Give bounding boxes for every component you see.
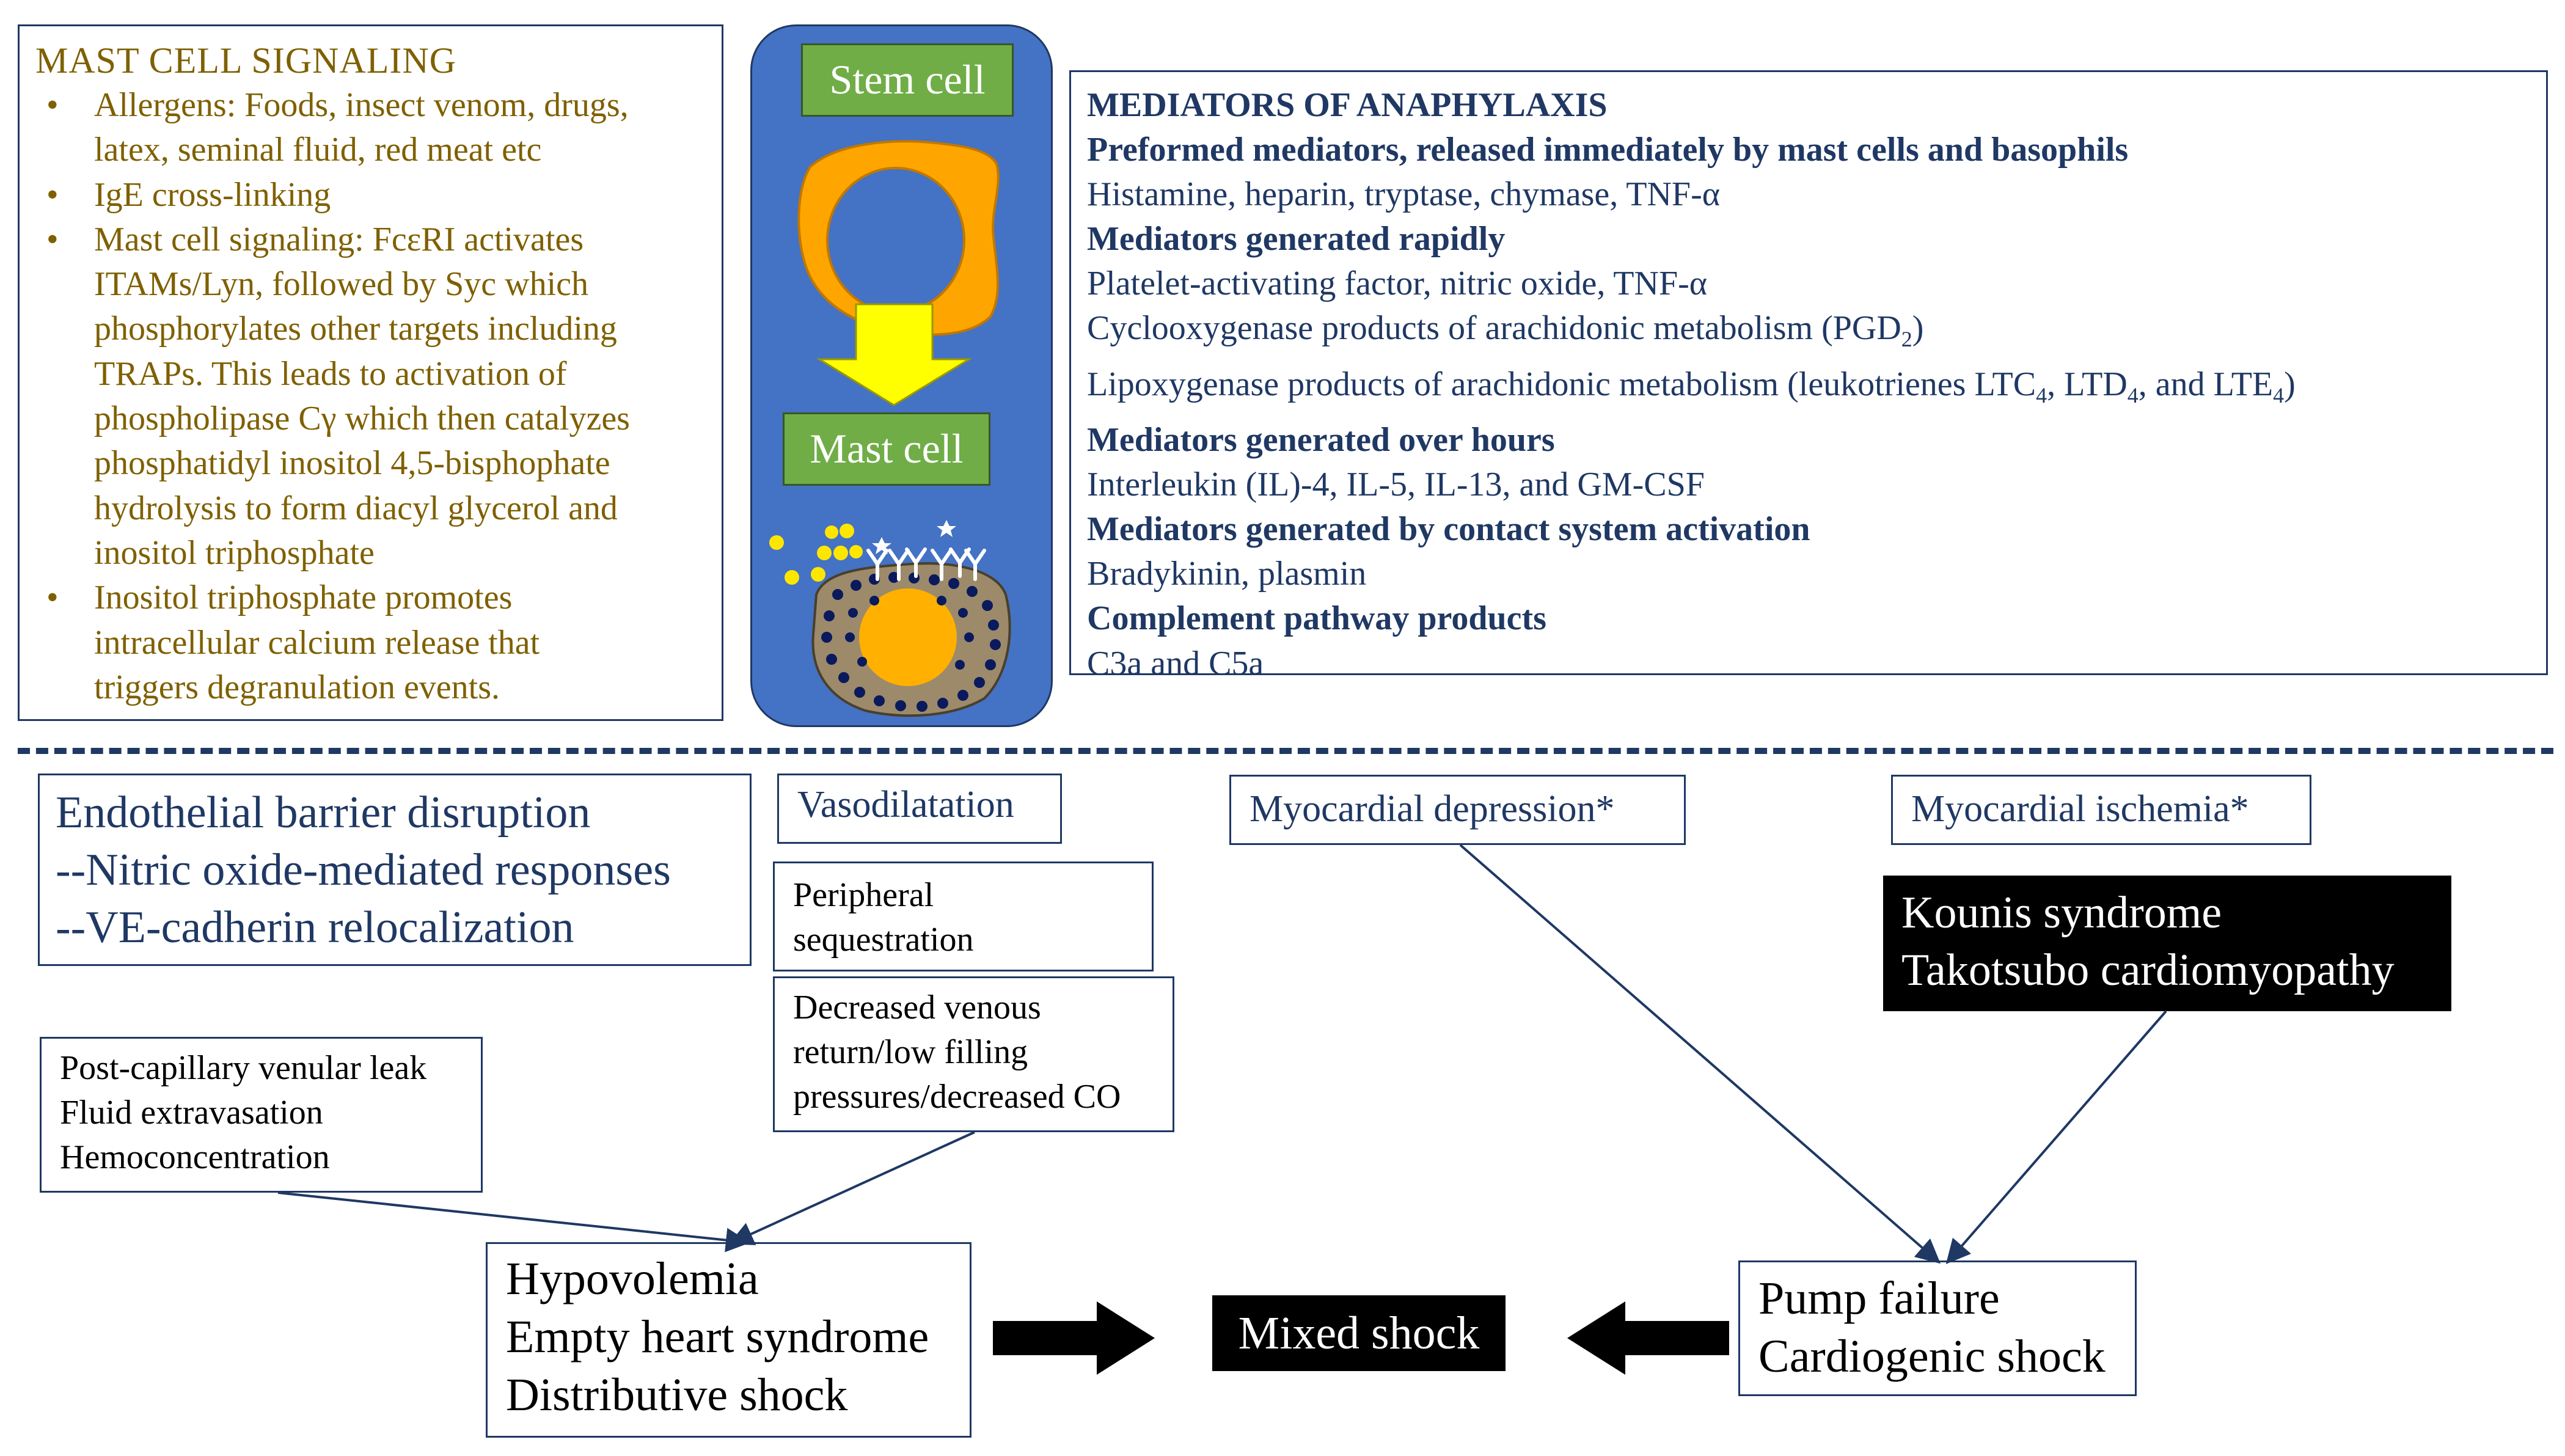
mediators-heading-preformed: Preformed mediators, released immediatel…	[1087, 131, 2129, 169]
endothelial-line: --Nitric oxide-mediated responses	[56, 845, 671, 895]
decreased-line: Decreased venous	[793, 989, 1041, 1026]
signaling-line: latex, seminal fluid, red meat etc	[94, 131, 542, 169]
kounis-line: Takotsubo cardiomyopathy	[1901, 945, 2395, 995]
mediators-rapid-list: Platelet-activating factor, nitric oxide…	[1087, 265, 1708, 303]
signaling-line: Mast cell signaling: FcεRI activates	[94, 220, 584, 258]
mediators-preformed-list: Histamine, heparin, tryptase, chymase, T…	[1087, 175, 1721, 214]
endothelial-line: --VE-cadherin relocalization	[56, 902, 574, 953]
signaling-line: Inositol triphosphate promotes	[94, 579, 513, 617]
kounis-line: Kounis syndrome	[1901, 888, 2222, 938]
allergen-markers	[872, 520, 956, 554]
cell-differentiation-panel: Stem cell	[750, 24, 1053, 727]
vasodilatation-box: Vasodilatation	[777, 774, 1062, 844]
myocardial-depression-box: Myocardial depression*	[1229, 775, 1686, 845]
signaling-line: triggers degranulation events.	[94, 668, 500, 706]
decreased-to-hypovolemia-arrow	[728, 1131, 975, 1245]
postcap-to-hypovolemia-arrow	[277, 1191, 750, 1253]
signaling-line: Allergens: Foods, insect venom, drugs,	[94, 86, 629, 124]
pump-line: Pump failure	[1758, 1273, 2000, 1324]
endothelial-disruption-box: Endothelial barrier disruption --Nitric …	[38, 774, 752, 966]
mediators-complement-list: C3a and C5a	[1087, 644, 1264, 682]
hypovolemia-to-mixed-arrow	[993, 1301, 1155, 1375]
signaling-line: ITAMs/Lyn, followed by Syc which	[94, 265, 588, 304]
myocardial-ischemia-box: Myocardial ischemia*	[1891, 775, 2311, 845]
intracellular-granules	[821, 572, 1001, 712]
hypovolemia-line: Distributive shock	[506, 1369, 848, 1421]
mediators-hours-list: Interleukin (IL)-4, IL-5, IL-13, and GM-…	[1087, 466, 1705, 504]
mediators-contact-list: Bradykinin, plasmin	[1087, 555, 1367, 593]
signaling-line: phosphatidyl inositol 4,5-bisphophate	[94, 444, 610, 483]
bullet: •	[46, 86, 59, 124]
signaling-title: MAST CELL SIGNALING	[35, 40, 456, 81]
cell-illustration	[769, 140, 1011, 717]
signaling-line: phosphorylates other targets including	[94, 310, 617, 348]
signaling-line: IgE cross-linking	[94, 175, 331, 214]
signaling-item-mast-cell-signaling: • Mast cell signaling: FcεRI activates I…	[35, 218, 706, 576]
signaling-line: phospholipase Cγ which then catalyzes	[94, 400, 630, 438]
mast-cell-label: Mast cell	[783, 412, 990, 486]
pump-to-mixed-arrow	[1567, 1301, 1729, 1375]
peripheral-line: sequestration	[793, 921, 974, 959]
mediators-heading-complement: Complement pathway products	[1087, 599, 1546, 638]
mediators-panel: MEDIATORS OF ANAPHYLAXIS Preformed media…	[1069, 70, 2548, 682]
mediators-lipoxygenase: Lipoxygenase products of arachidonic met…	[1087, 365, 2296, 408]
signaling-item-allergens: • Allergens: Foods, insect venom, drugs,…	[35, 83, 706, 173]
decreased-line: pressures/decreased CO	[793, 1078, 1121, 1116]
signaling-line: hydrolysis to form diacyl glycerol and	[94, 489, 618, 527]
mediators-heading-hours: Mediators generated over hours	[1087, 421, 1555, 459]
mast-cell-nucleus	[859, 588, 957, 686]
kounis-takotsubo-box: Kounis syndrome Takotsubo cardiomyopathy	[1883, 876, 2451, 1011]
ige-receptors	[866, 547, 986, 581]
signaling-line: inositol triphosphate	[94, 533, 375, 572]
bullet: •	[46, 175, 59, 214]
peripheral-sequestration-box: Peripheral sequestration	[773, 862, 1154, 971]
mediators-title: MEDIATORS OF ANAPHYLAXIS	[1087, 86, 1608, 124]
bullet: •	[46, 579, 59, 617]
mediators-cyclooxygenase: Cyclooxygenase products of arachidonic m…	[1087, 309, 1924, 352]
mixed-shock-box: Mixed shock	[1212, 1295, 1506, 1371]
depression-to-pump-arrow	[1459, 844, 1941, 1264]
mediators-heading-contact: Mediators generated by contact system ac…	[1087, 510, 1810, 549]
differentiation-arrow	[816, 303, 973, 406]
decreased-venous-return-box: Decreased venous return/low filling pres…	[773, 976, 1174, 1132]
signaling-list: • Allergens: Foods, insect venom, drugs,…	[35, 83, 706, 710]
hypovolemia-line: Hypovolemia	[506, 1253, 759, 1304]
signaling-line: TRAPs. This leads to activation of	[94, 354, 567, 393]
peripheral-line: Peripheral	[793, 876, 934, 914]
hypovolemia-line: Empty heart syndrome	[506, 1311, 929, 1363]
pump-failure-box: Pump failure Cardiogenic shock	[1738, 1260, 2137, 1396]
released-granules	[769, 524, 863, 585]
section-divider	[18, 748, 2553, 754]
pump-line: Cardiogenic shock	[1758, 1331, 2106, 1382]
mast-cell-signaling-panel: MAST CELL SIGNALING • Allergens: Foods, …	[18, 24, 723, 721]
bullet: •	[46, 220, 59, 258]
endothelial-line: Endothelial barrier disruption	[56, 788, 591, 838]
decreased-line: return/low filling	[793, 1033, 1028, 1071]
postcap-line: Hemoconcentration	[60, 1138, 330, 1176]
signaling-item-ige: • IgE cross-linking	[35, 173, 706, 218]
postcap-line: Post-capillary venular leak	[60, 1049, 427, 1087]
signaling-line: intracellular calcium release that	[94, 623, 540, 662]
stem-cell-label: Stem cell	[801, 43, 1014, 117]
signaling-item-inositol: • Inositol triphosphate promotes intrace…	[35, 576, 706, 710]
hypovolemia-box: Hypovolemia Empty heart syndrome Distrib…	[486, 1242, 971, 1438]
mediators-heading-rapid: Mediators generated rapidly	[1087, 220, 1506, 258]
postcap-line: Fluid extravasation	[60, 1094, 323, 1132]
kounis-to-pump-arrow	[1945, 1010, 2167, 1265]
post-capillary-leak-box: Post-capillary venular leak Fluid extrav…	[40, 1037, 483, 1193]
